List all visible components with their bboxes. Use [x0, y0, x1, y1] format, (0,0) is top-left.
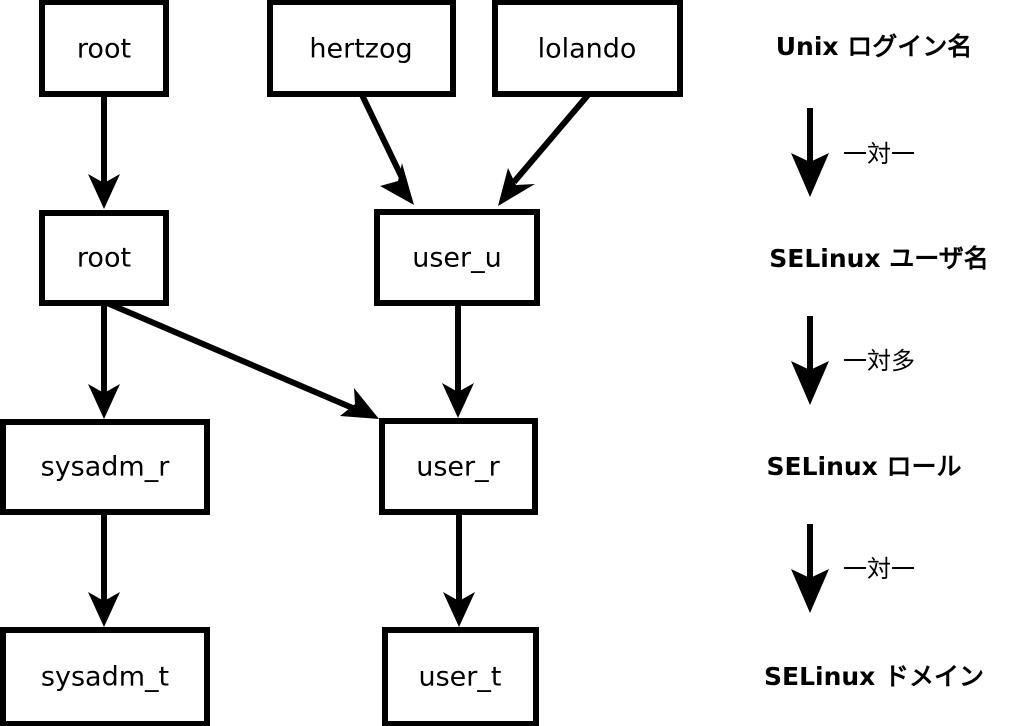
legend-level-unix-login: Unix ログイン名	[776, 32, 973, 61]
node-box-selinux-user-user-u[interactable]	[374, 209, 540, 306]
node-label-unix-hertzog: hertzog	[309, 34, 412, 65]
node-unix-root[interactable]: root	[39, 0, 169, 97]
node-label-role-user-r: user_r	[416, 452, 500, 483]
legend-cardinality-role-to-domain: 一対一	[843, 555, 915, 583]
node-box-domain-user-t[interactable]	[382, 627, 539, 726]
node-domain-user-t[interactable]: user_t	[382, 627, 539, 726]
node-label-selinux-user-root: root	[77, 243, 131, 274]
node-label-role-sysadm-r: sysadm_r	[41, 452, 171, 483]
node-label-domain-sysadm-t: sysadm_t	[41, 662, 169, 693]
node-role-sysadm-r[interactable]: sysadm_r	[0, 419, 210, 515]
node-domain-sysadm-t[interactable]: sysadm_t	[0, 627, 210, 726]
node-box-unix-root[interactable]	[39, 0, 169, 97]
legend-arrow-login-to-user	[791, 108, 829, 197]
node-role-user-r[interactable]: user_r	[379, 418, 538, 515]
legend-cardinality-login-to-user: 一対一	[843, 140, 915, 168]
node-box-unix-lolando[interactable]	[492, 0, 683, 97]
node-label-unix-root: root	[77, 34, 131, 65]
edge-hertzog-to-user-u	[359, 93, 414, 205]
node-selinux-user-user-u[interactable]: user_u	[374, 209, 540, 306]
edge-selinux-root-to-user-r	[105, 300, 379, 419]
edge-user-r-to-user-t	[443, 512, 475, 627]
edge-root-to-selinux-root	[88, 94, 120, 209]
node-label-domain-user-t: user_t	[419, 662, 502, 693]
node-unix-lolando[interactable]: lolando	[492, 0, 683, 97]
node-box-domain-sysadm-t[interactable]	[0, 627, 210, 726]
edge-user-u-to-user-r	[442, 303, 474, 418]
legend-cardinality-user-to-role: 一対多	[843, 347, 915, 375]
node-box-role-user-r[interactable]	[379, 418, 538, 515]
legend-arrow-user-to-role	[791, 316, 829, 405]
node-label-unix-lolando: lolando	[538, 34, 637, 65]
edge-selinux-root-to-sysadm-r	[88, 303, 120, 419]
node-unix-hertzog[interactable]: hertzog	[267, 0, 456, 97]
node-label-selinux-user-user-u: user_u	[412, 243, 502, 274]
legend-arrow-role-to-domain	[791, 524, 829, 613]
legend-level-selinux-domain: SELinux ドメイン	[764, 662, 984, 691]
legend-level-selinux-user: SELinux ユーザ名	[769, 244, 989, 273]
node-box-role-sysadm-r[interactable]	[0, 419, 210, 515]
edge-lolando-to-user-u	[498, 93, 591, 206]
node-box-unix-hertzog[interactable]	[267, 0, 456, 97]
node-selinux-user-root[interactable]: root	[39, 210, 169, 306]
node-box-selinux-user-root[interactable]	[39, 210, 169, 306]
legend-level-selinux-role: SELinux ロール	[766, 452, 961, 481]
edge-sysadm-r-to-sysadm-t	[88, 512, 120, 627]
